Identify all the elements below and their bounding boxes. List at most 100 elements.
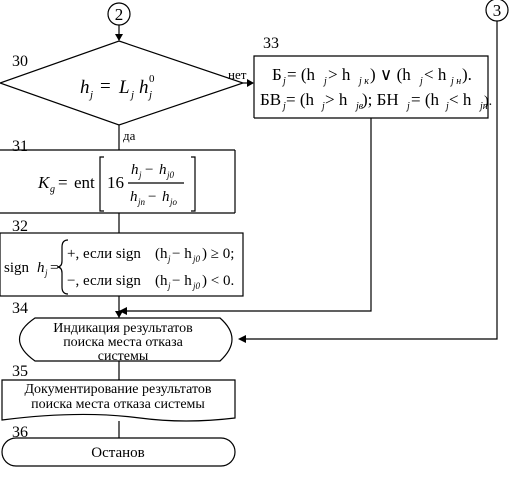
svg-text:jo: jo [169,197,178,207]
document-35-line1: Документирование результатов [24,382,211,397]
svg-text:j: j [405,101,410,112]
svg-text:16: 16 [107,173,124,192]
svg-text:Б: Б [272,65,282,84]
display-34-line2: поиска места отказа [63,335,183,350]
block-number-36: 36 [12,424,28,441]
svg-text:j к: j к [357,76,369,87]
svg-text:jв: jв [354,101,364,112]
svg-text:j: j [147,89,152,101]
svg-text:h: h [162,189,170,205]
svg-text:> h: > h [328,65,351,84]
display-34-line1: Индикация результатов [53,321,193,336]
svg-text:−, если sign: −, если sign [67,273,141,289]
block-number-30: 30 [12,53,28,70]
block-number-32: 32 [12,218,28,235]
svg-text:j н: j н [449,76,461,87]
formula-32: sign h j = +, если sign (h j − h j0 ) ≥ … [4,239,234,295]
svg-text:).: ). [462,65,472,84]
svg-text:(h: (h [155,246,168,262]
svg-text:h: h [159,162,167,178]
svg-text:j: j [444,101,449,112]
connector-label-3: 3 [493,1,502,20]
block-number-33: 33 [263,35,279,52]
svg-text:(h: (h [155,273,168,289]
curly-brace [56,239,69,295]
svg-text:= (h: = (h [411,90,439,109]
svg-text:K: K [37,173,51,192]
svg-text:< h: < h [424,65,447,84]
svg-text:h: h [131,162,139,178]
svg-text:j: j [281,101,286,112]
decision-formula-30: h j = L j h j 0 [80,73,155,101]
svg-text:); БН: ); БН [362,90,399,109]
svg-text:=: = [58,173,68,192]
svg-text:БВ: БВ [260,90,281,109]
arrowhead [115,311,123,318]
process-box-32 [0,232,244,297]
arrowhead [238,335,246,343]
svg-text:+, если sign: +, если sign [67,246,141,262]
arrowhead [115,34,123,41]
flow-line-from-connector-3 [240,21,498,340]
svg-text:g: g [50,184,55,195]
svg-text:) ∨ (h: ) ∨ (h [370,65,411,84]
svg-text:> h: > h [325,90,348,109]
svg-text:L: L [118,77,130,98]
svg-text:j: j [322,76,327,87]
svg-text:j: j [167,281,171,291]
svg-text:=: = [50,260,58,276]
svg-text:j: j [129,89,134,101]
svg-text:h: h [139,77,149,98]
connector-label-2: 2 [115,5,124,24]
svg-text:= (h: = (h [287,65,315,84]
svg-text:) ≥ 0;: ) ≥ 0; [202,246,234,262]
block-number-34: 34 [12,300,28,317]
block-number-31: 31 [12,138,28,155]
terminator-36 [1,437,236,467]
svg-text:j: j [88,89,93,101]
svg-text:ent: ent [74,173,95,192]
svg-text:=: = [100,76,111,97]
formula-33-line1: Б j = (h j > h j к ) ∨ (h j < h j н ). [272,65,472,87]
svg-text:) < 0.: ) < 0. [202,273,234,289]
document-35-line2: поиска места отказа системы [31,397,205,412]
svg-text:j0: j0 [192,281,201,291]
flow-line-from-33 [119,118,372,312]
svg-text:0: 0 [149,73,155,85]
svg-text:h: h [37,260,45,276]
svg-text:).: ). [484,94,492,109]
svg-text:−: − [145,162,153,178]
svg-text:h: h [80,77,90,98]
block-number-35: 35 [12,363,28,380]
display-shape-34 [19,317,233,362]
svg-text:− h: − h [172,246,192,262]
svg-text:−: − [148,189,156,205]
document-shape-35 [1,379,236,422]
svg-text:j: j [281,76,286,87]
svg-text:j0: j0 [166,170,175,180]
svg-text:jn: jn [137,197,146,207]
branch-label-no: нет [228,67,247,82]
svg-text:sign: sign [4,260,30,276]
svg-text:jn: jn [478,101,488,112]
terminator-36-label: Останов [91,445,145,461]
process-box-33 [253,55,489,119]
display-34-line3: системы [98,349,149,364]
svg-text:j: j [418,76,423,87]
svg-text:= (h: = (h [286,90,314,109]
formula-33-line2: БВ j = (h j > h jв ); БН j = (h j < h jn… [260,90,492,112]
arrowhead [247,79,254,87]
svg-text:j: j [167,254,171,264]
svg-text:j: j [44,268,48,278]
svg-text:j0: j0 [192,254,201,264]
svg-text:h: h [130,189,138,205]
branch-label-yes: да [123,128,136,143]
svg-text:j: j [138,170,142,180]
bracket-left [99,156,104,212]
bracket-right [191,156,196,212]
svg-text:j: j [320,101,325,112]
svg-text:< h: < h [449,90,472,109]
formula-31: K g = ent 16 h j − h j0 h jn − h jo [37,156,196,212]
svg-text:− h: − h [172,273,192,289]
